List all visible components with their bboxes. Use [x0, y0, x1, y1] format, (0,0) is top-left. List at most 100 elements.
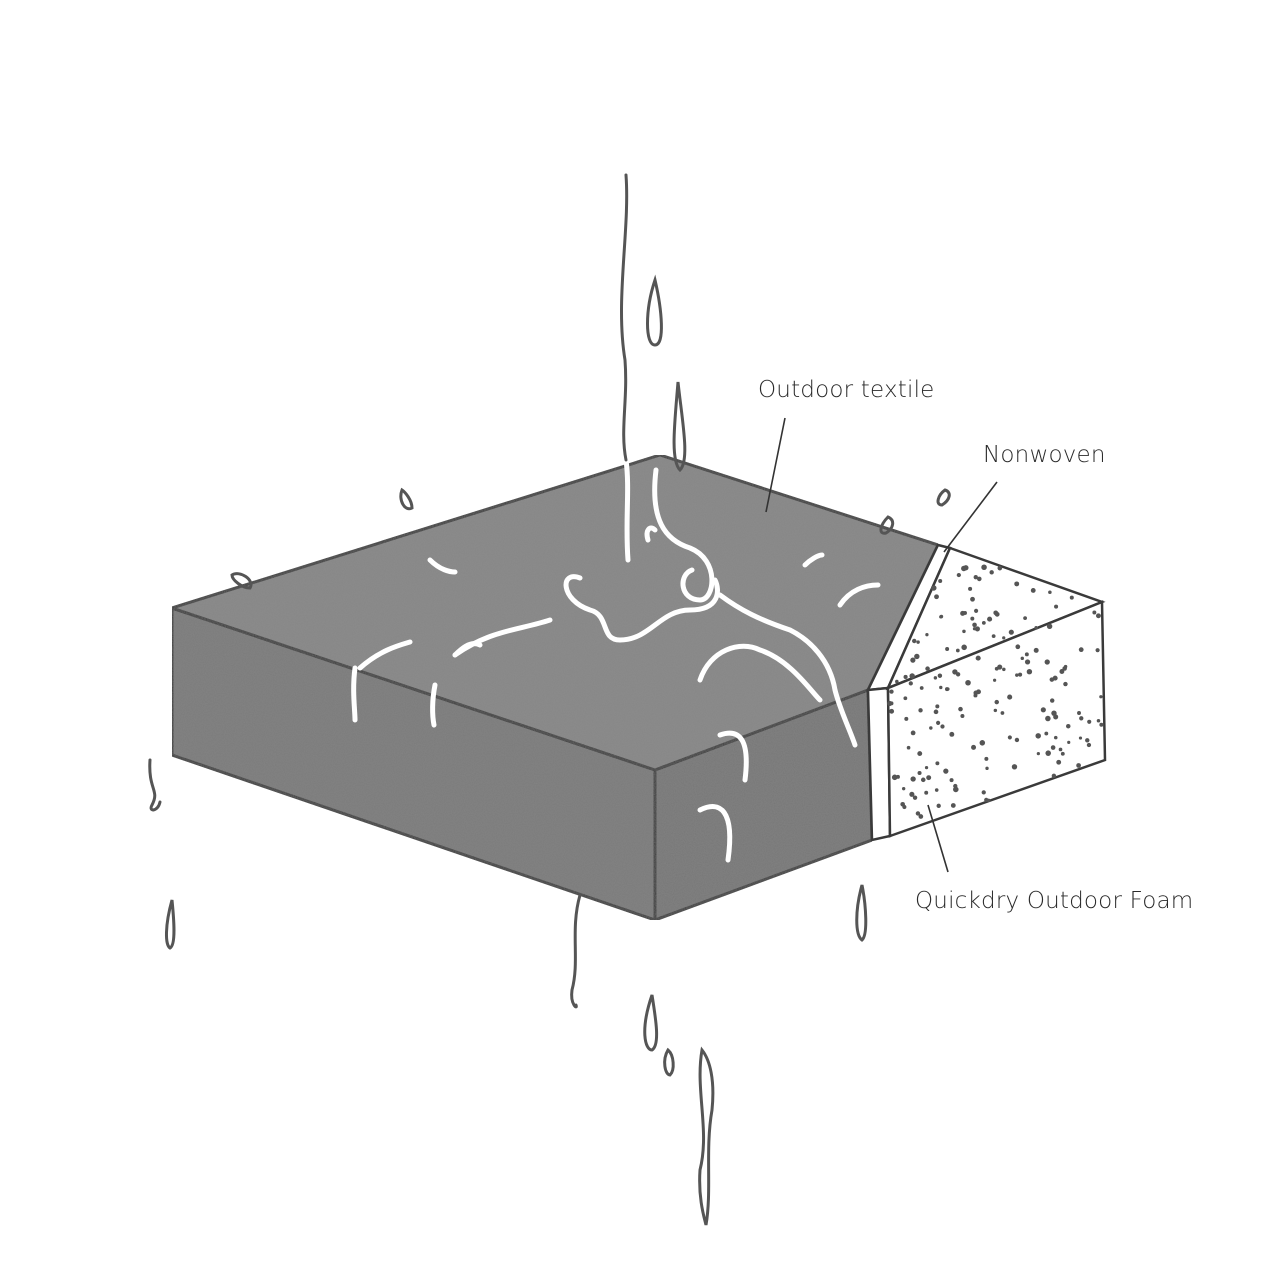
- foam-dot: [989, 570, 994, 575]
- foam-dot: [1059, 669, 1065, 674]
- foam-dot: [1095, 613, 1101, 619]
- foam-dot: [915, 811, 921, 816]
- foam-dot: [1030, 588, 1036, 593]
- foam-dot: [949, 731, 955, 737]
- foam-dot: [919, 686, 924, 690]
- foam-dot: [970, 616, 975, 621]
- foam-dot: [1095, 648, 1100, 653]
- foam-dot: [1051, 773, 1057, 779]
- foam-dot: [889, 708, 895, 714]
- foam-block: [885, 546, 1107, 838]
- foam-dot: [1067, 740, 1071, 745]
- foam-dot: [1078, 736, 1083, 740]
- foam-dot: [953, 786, 959, 793]
- foam-dot: [1020, 656, 1024, 661]
- foam-dot: [926, 775, 932, 781]
- foam-dot: [960, 714, 965, 719]
- foam-dot: [920, 777, 926, 783]
- foam-dot: [918, 814, 924, 819]
- foam-dot: [1044, 659, 1050, 665]
- foam-dot: [924, 790, 929, 795]
- foam-dot: [895, 679, 899, 684]
- foam-dot: [909, 673, 915, 679]
- foam-dot: [929, 726, 933, 730]
- foam-dot: [912, 795, 918, 800]
- foam-dot: [1036, 752, 1040, 756]
- foam-dot: [1086, 742, 1092, 748]
- foam-dot: [971, 744, 977, 750]
- foam-dot: [1058, 747, 1063, 752]
- foam-dot: [997, 664, 1003, 670]
- foam-dot: [952, 669, 958, 675]
- foam-dot: [901, 786, 906, 791]
- foam-dot: [972, 627, 977, 631]
- foam-dot: [916, 640, 920, 644]
- water-streaks: [351, 457, 881, 863]
- foam-dot: [931, 585, 937, 591]
- foam-dot: [1079, 716, 1084, 721]
- foam-dot: [976, 576, 982, 582]
- foam-dot: [956, 572, 961, 578]
- foam-dot: [925, 666, 930, 671]
- foam-dot: [1063, 681, 1068, 687]
- foam-dot: [1077, 711, 1081, 715]
- foam-dot: [1049, 677, 1055, 682]
- foam-dot: [1049, 698, 1055, 703]
- foam-dot: [987, 616, 993, 622]
- foam-dot: [1035, 733, 1041, 739]
- foam-dot: [1078, 647, 1084, 653]
- foam-dot: [985, 766, 989, 771]
- foam-dot: [940, 724, 945, 729]
- foam-dot: [991, 634, 996, 639]
- foam-dot: [936, 720, 941, 725]
- foam-dot: [974, 626, 980, 632]
- foam-dot: [934, 788, 939, 792]
- foam-dot: [1015, 644, 1021, 650]
- foam-dot: [1092, 610, 1097, 615]
- foam-dot: [902, 805, 907, 810]
- foam-dot: [903, 674, 908, 680]
- foam-dot: [965, 679, 971, 686]
- foam-dot: [910, 730, 916, 736]
- foam-dot: [981, 621, 986, 625]
- foam-dot: [1026, 668, 1033, 675]
- foam-dot: [1045, 715, 1051, 722]
- foam-dot: [1011, 764, 1018, 770]
- foam-dot: [891, 774, 898, 781]
- foam-dot: [962, 629, 966, 634]
- foam-dot: [1060, 751, 1065, 756]
- foam-dot: [955, 648, 960, 653]
- foam-dot: [1069, 595, 1074, 600]
- foam-dot: [1007, 694, 1013, 700]
- foam-dot: [1000, 711, 1005, 715]
- falling-water: [148, 173, 951, 1226]
- foam-dot: [958, 706, 963, 712]
- foam-dot: [1053, 735, 1058, 740]
- foam-dot: [938, 579, 943, 583]
- textile-block: [170, 453, 940, 922]
- foam-dot: [981, 564, 987, 571]
- label-nonwoven: Nonwoven: [983, 442, 1106, 468]
- foam-dot: [934, 594, 939, 600]
- leader-line-nonwoven: [943, 481, 998, 553]
- foam-dot: [939, 685, 943, 690]
- foam-dot: [933, 676, 938, 680]
- foam-dot: [1087, 719, 1092, 724]
- foam-dot: [1099, 722, 1104, 727]
- foam-dot: [962, 567, 967, 571]
- foam-dot: [935, 761, 940, 766]
- foam-dot: [960, 610, 966, 616]
- foam-dot: [1085, 738, 1090, 743]
- foam-dot: [1066, 723, 1071, 729]
- foam-dot: [1046, 623, 1053, 629]
- foam-dot: [909, 791, 915, 797]
- foam-dot: [924, 765, 929, 770]
- foam-dot: [1018, 672, 1023, 677]
- foam-dot: [910, 657, 916, 663]
- foam-dot: [1007, 735, 1012, 740]
- foam-dot: [889, 701, 894, 706]
- foam-dots: [887, 564, 1104, 819]
- foam-dot: [908, 681, 913, 686]
- foam-dot: [912, 638, 917, 644]
